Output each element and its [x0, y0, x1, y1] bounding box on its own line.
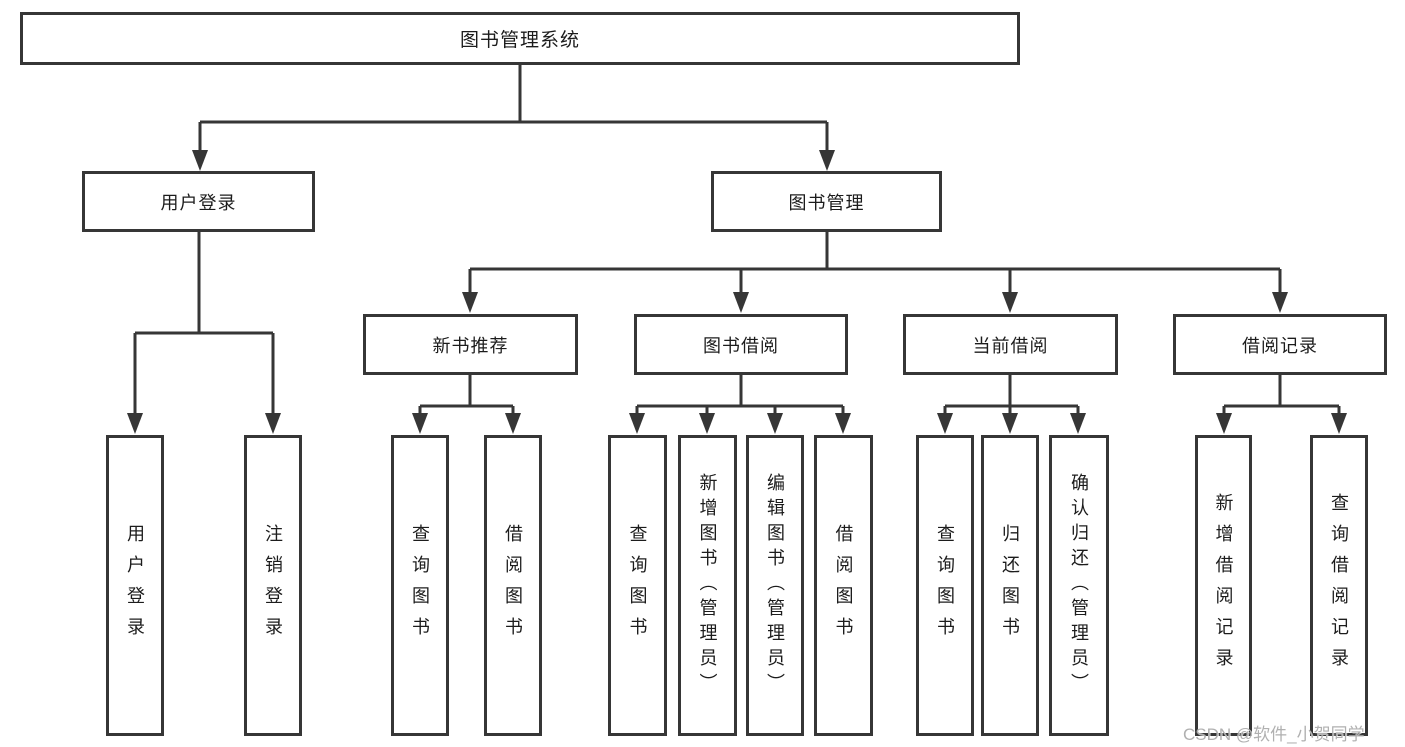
csdn-watermark: CSDN @软件_小贺同学	[1183, 725, 1365, 744]
leaf-query-books: 查询图书	[608, 435, 667, 736]
node-label: 新书推荐	[432, 335, 509, 356]
leaf-query-borrow-record: 查询借阅记录	[1310, 435, 1368, 736]
node-book-borrow: 图书借阅	[634, 314, 848, 375]
node-label: 查询借阅记录	[1329, 492, 1349, 679]
arrowhead-icon	[1002, 413, 1018, 434]
node-label: 借阅记录	[1242, 335, 1318, 356]
node-label: 借阅图书	[833, 523, 854, 648]
connector-borrow-records-to-leaves	[1216, 375, 1347, 434]
node-label: 归还图书	[1000, 523, 1020, 648]
node-label: 图书借阅	[703, 335, 779, 356]
leaf-borrow-books: 借阅图书	[814, 435, 873, 736]
arrowhead-icon	[192, 150, 208, 171]
leaf-return-books: 归还图书	[981, 435, 1039, 736]
leaf-query-books: 查询图书	[391, 435, 449, 736]
node-library-management-system: 图书管理系统	[20, 12, 1020, 65]
connector-book-management-to-level3	[462, 232, 1288, 313]
arrowhead-icon	[1331, 413, 1347, 434]
connector-user-login-to-leaves	[127, 232, 281, 434]
leaf-borrow-books: 借阅图书	[484, 435, 542, 736]
node-label: 注销登录	[263, 523, 283, 648]
node-label: 确认归还（管理员）	[1069, 473, 1089, 698]
node-label: 当前借阅	[972, 335, 1049, 356]
leaf-confirm-return-admin: 确认归还（管理员）	[1049, 435, 1109, 736]
node-borrow-records: 借阅记录	[1173, 314, 1387, 375]
arrowhead-icon	[767, 413, 783, 434]
connector-book-borrow-to-leaves	[629, 375, 851, 434]
node-label: 用户登录	[125, 523, 145, 648]
leaf-edit-books-admin: 编辑图书（管理员）	[746, 435, 804, 736]
arrowhead-icon	[1070, 413, 1086, 434]
node-user-login: 用户登录	[82, 171, 315, 232]
arrowhead-icon	[733, 292, 749, 313]
arrowhead-icon	[265, 413, 281, 434]
arrowhead-icon	[462, 292, 478, 313]
arrowhead-icon	[819, 150, 835, 171]
arrowhead-icon	[505, 413, 521, 434]
leaf-add-books-admin: 新增图书（管理员）	[678, 435, 737, 736]
node-label: 借阅图书	[503, 523, 523, 648]
arrowhead-icon	[629, 413, 645, 434]
arrowhead-icon	[127, 413, 143, 434]
arrowhead-icon	[412, 413, 428, 434]
node-label: 编辑图书（管理员）	[765, 473, 785, 698]
node-label: 图书管理系统	[459, 30, 580, 51]
node-current-borrow: 当前借阅	[903, 314, 1118, 375]
leaf-query-books: 查询图书	[916, 435, 974, 736]
node-label: 查询图书	[627, 523, 648, 648]
node-label: 查询图书	[935, 523, 955, 648]
connector-current-borrow-to-leaves	[937, 375, 1086, 434]
arrowhead-icon	[699, 413, 715, 434]
node-label: 用户登录	[160, 192, 237, 213]
leaf-user-login: 用户登录	[106, 435, 164, 736]
arrowhead-icon	[1002, 292, 1018, 313]
node-book-management: 图书管理	[711, 171, 942, 232]
arrowhead-icon	[937, 413, 953, 434]
node-label: 查询图书	[410, 523, 430, 648]
leaf-logout: 注销登录	[244, 435, 302, 736]
connector-new-book-recommend-to-leaves	[412, 375, 521, 434]
arrowhead-icon	[835, 413, 851, 434]
node-label: 新增图书（管理员）	[697, 473, 718, 698]
arrowhead-icon	[1216, 413, 1232, 434]
arrowhead-icon	[1272, 292, 1288, 313]
node-label: 新增借阅记录	[1213, 492, 1234, 679]
node-new-book-recommend: 新书推荐	[363, 314, 578, 375]
node-label: 图书管理	[788, 192, 865, 213]
leaf-add-borrow-record: 新增借阅记录	[1195, 435, 1252, 736]
connector-root-to-level2	[192, 65, 835, 171]
